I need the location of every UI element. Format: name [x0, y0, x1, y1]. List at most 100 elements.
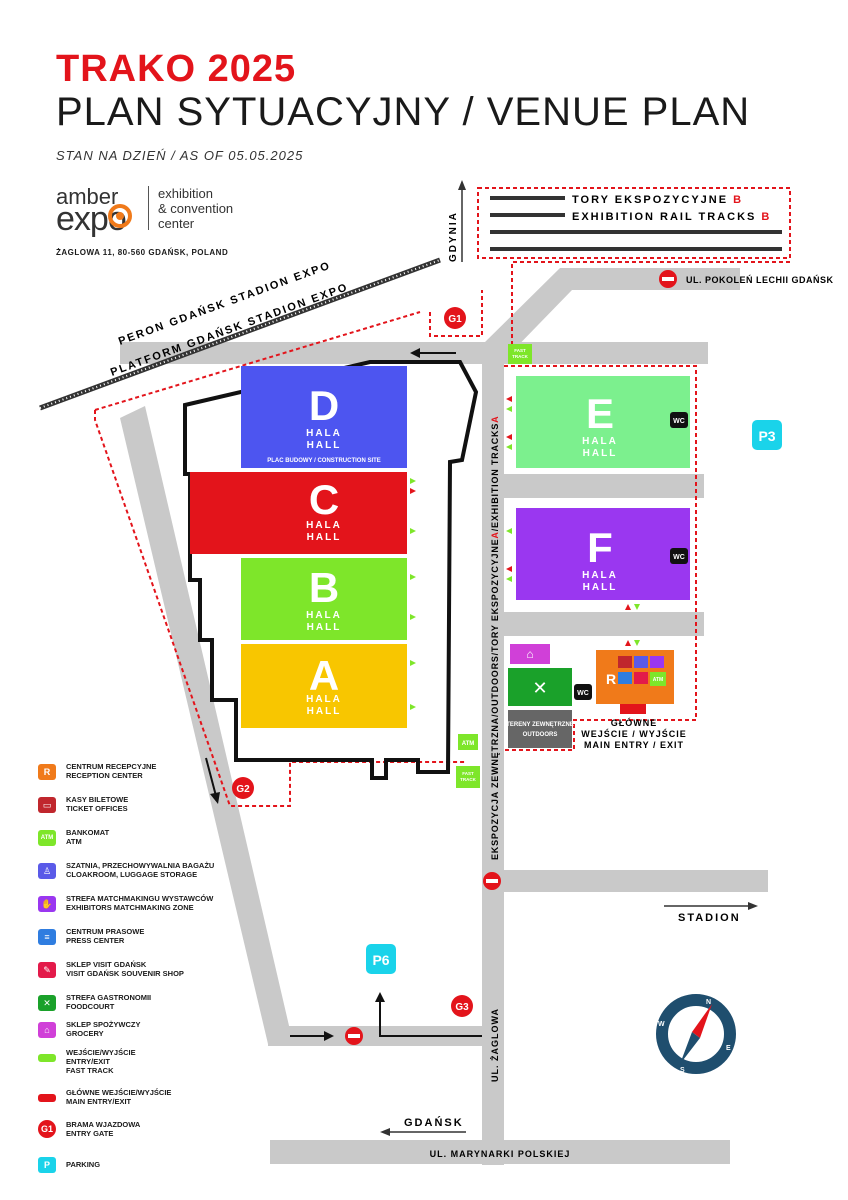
legend-label-pl: STREFA MATCHMAKINGU WYSTAWCÓW	[66, 894, 214, 903]
grocery-legend-icon: ⌂	[38, 1022, 56, 1038]
parking-p3-label: P3	[758, 428, 775, 444]
legend-item-grocery: ⌂ SKLEP SPOŻYWCZY GROCERY	[38, 1020, 298, 1048]
parking-p3	[752, 420, 782, 450]
road-stadion	[504, 870, 768, 892]
legend-label-pl: STREFA GASTRONOMII	[66, 993, 152, 1002]
gates: G1 G2 G3	[232, 307, 473, 1017]
cloakroom-icon: ♙	[38, 863, 56, 879]
road-marynarki	[270, 1140, 730, 1164]
hall-a-en: HALL	[307, 706, 342, 717]
logo-divider	[148, 186, 149, 230]
plan-title: PLAN SYTUACYJNY / VENUE PLAN	[56, 90, 751, 134]
reception-icon: R	[38, 764, 56, 780]
reception-letter: R	[606, 671, 616, 687]
hall-c-en: HALL	[307, 532, 342, 543]
legend-item-souvenir: ✎ SKLEP VISIT GDAŃSK VISIT GDAŃSK SOUVEN…	[38, 960, 298, 988]
fast-track-south-l2: TRACK	[460, 777, 476, 782]
venue-boundary	[94, 261, 790, 807]
wc-hall-f-label: WC	[673, 554, 685, 561]
svg-text:E: E	[726, 1045, 731, 1052]
legend-label-pl: PARKING	[66, 1160, 101, 1169]
legend-item-entry: WEJŚCIE/WYJŚCIE ENTRY/EXIT FAST TRACK	[38, 1048, 298, 1076]
wc-hall-f	[670, 548, 688, 564]
event-title: TRAKO 2025	[56, 48, 297, 90]
hall-c-letter: C	[309, 476, 339, 523]
ticket-office-icon: ▭	[38, 797, 56, 813]
atm-icon: ATM	[38, 830, 56, 846]
legend-label-en: EXHIBITORS MATCHMAKING ZONE	[66, 903, 194, 912]
legend-item-press: ≡ CENTRUM PRASOWE PRESS CENTER	[38, 927, 298, 955]
outdoor-tracks-label: EKSPOZYCJA ZEWNĘTRZNA/OUTDOORS/TORY EKSP…	[490, 416, 500, 860]
building-outline	[183, 360, 479, 780]
legend-label-en: ENTRY GATE	[66, 1129, 114, 1138]
roads	[120, 268, 768, 1165]
svg-text:S: S	[680, 1067, 685, 1074]
hall-b-en: HALL	[307, 622, 342, 633]
fast-track-north	[508, 344, 532, 364]
main-entry-en: MAIN ENTRY / EXIT	[584, 740, 684, 750]
legend-label-pl: WEJŚCIE/WYJŚCIE	[66, 1048, 136, 1057]
road-below-f	[504, 612, 704, 636]
svg-text:✕: ✕	[532, 678, 547, 698]
entry-markers	[410, 396, 640, 710]
outdoor-area-pl: TERENY ZEWNĘTRZNE	[506, 722, 574, 728]
legend-label-en2: FAST TRACK	[66, 1066, 114, 1075]
svg-text:⌂: ⌂	[526, 647, 533, 661]
road-zaglowa	[482, 345, 504, 1165]
legend-item-cloakroom: ♙ SZATNIA, PRZECHOWYWALNIA BAGAŻU CLOAKR…	[38, 861, 298, 889]
fast-track-north-l1: FAST	[514, 348, 526, 353]
svg-text:N: N	[706, 999, 711, 1006]
date-note: STAN NA DZIEŃ / AS OF 05.05.2025	[56, 148, 304, 163]
legend-item-foodcourt: ✕ STREFA GASTRONOMII FOODCOURT	[38, 993, 298, 1021]
legend-label-en: TICKET OFFICES	[66, 804, 128, 813]
hall-e-letter: E	[586, 390, 614, 437]
legend-label-en: GROCERY	[66, 1029, 104, 1038]
rail-b-tracks	[490, 196, 782, 251]
fast-track-south	[456, 766, 480, 788]
legend-label-en: ENTRY/EXIT	[66, 1057, 110, 1066]
hall-a	[241, 644, 407, 728]
gate-icon: G1	[38, 1120, 56, 1138]
main-entry-icon	[38, 1094, 56, 1102]
parking-icon: P	[38, 1157, 56, 1173]
svg-text:W: W	[658, 1021, 665, 1028]
hall-f-en: HALL	[583, 582, 618, 593]
gdansk-label: GDAŃSK	[404, 1116, 464, 1129]
wc-outdoor	[574, 684, 592, 700]
hall-a-pl: HALA	[306, 694, 342, 705]
fast-track-north-l2: TRACK	[512, 354, 528, 359]
traffic-arrows	[205, 348, 482, 1041]
logo-line-1: exhibition	[158, 186, 213, 201]
amber-expo-logo: amber expo exhibition & convention cente…	[0, 0, 250, 260]
hall-labels: D HALA HALL PLAC BUDOWY / CONSTRUCTION S…	[267, 382, 618, 717]
hall-d-en: HALL	[307, 440, 342, 451]
hall-b-letter: B	[309, 564, 339, 611]
main-entry-marker	[620, 704, 646, 714]
hall-f-letter: F	[587, 524, 613, 571]
main-entry-pl1: GŁÓWNE	[611, 717, 658, 728]
hall-c-pl: HALA	[306, 520, 342, 531]
legend-label-pl: KASY BILETOWE	[66, 795, 129, 804]
parking-p6-label: P6	[372, 952, 389, 968]
hall-d-pl: HALA	[306, 428, 342, 439]
wc-hall-e	[670, 412, 688, 428]
svg-text:ATM: ATM	[653, 677, 663, 683]
legend-label-en: ATM	[66, 837, 82, 846]
legend: R CENTRUM RECEPCYJNE RECEPTION CENTER ▭ …	[0, 0, 300, 1200]
gate-g2: G2	[236, 784, 250, 795]
legend-label-en: CLOAKROOM, LUGGAGE STORAGE	[66, 870, 198, 879]
rail-b-label-pl: TORY EKSPOZYCYJNE B	[572, 194, 743, 206]
souvenir-shop-icon: ✎	[38, 962, 56, 978]
rail-b-label-en: EXHIBITION RAIL TRACKS B	[572, 211, 771, 223]
hall-b-pl: HALA	[306, 610, 342, 621]
no-entry-signs	[345, 270, 677, 1045]
hall-d-note: PLAC BUDOWY / CONSTRUCTION SITE	[267, 458, 381, 464]
wc-hall-e-label: WC	[673, 418, 685, 425]
platform-rail	[39, 257, 441, 411]
reception-service-icons: ATM	[618, 656, 666, 686]
hall-e-en: HALL	[583, 448, 618, 459]
legend-label-en: VISIT GDAŃSK SOUVENIR SHOP	[66, 969, 184, 978]
outdoor-area	[508, 710, 572, 748]
road-west	[120, 406, 290, 1044]
